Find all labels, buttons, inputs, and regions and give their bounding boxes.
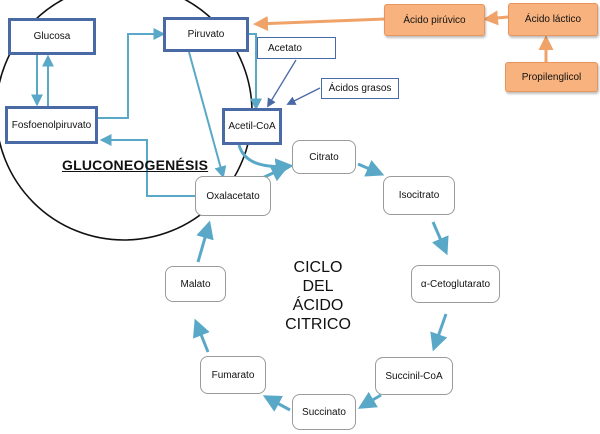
node-succinato: Succinato <box>292 394 356 430</box>
node-acetil-coa: Acetil-CoA <box>222 108 282 145</box>
arrow-oxalacetato-to-pep <box>99 134 196 197</box>
arrow-malato-to-oxalacetato <box>196 220 214 263</box>
node-isocitrato-label: Isocitrato <box>398 190 440 201</box>
node-fumarato-label: Fumarato <box>211 369 255 381</box>
node-acetato: Acetato <box>257 37 336 59</box>
node-succinato-label: Succinato <box>302 406 346 418</box>
arrow-citrato-to-isocitrato <box>357 160 385 177</box>
node-acido-lactico: Ácido láctico <box>508 3 598 36</box>
node-piruvato-label: Piruvato <box>187 29 225 40</box>
cycle-title-line-1: CICLO <box>293 259 343 276</box>
node-acidos-grasos: Ácidos grasos <box>321 78 399 99</box>
node-glucosa-label: Glucosa <box>33 31 71 42</box>
arrow-piruvato-to-oxalacetato <box>188 51 227 179</box>
node-isocitrato: Isocitrato <box>383 176 455 215</box>
node-oxalacetato: Oxalacetato <box>195 176 271 216</box>
gluconeogenesis-title: GLUCONEOGENÉSIS <box>62 157 209 173</box>
arrow-pep-to-piruvato <box>98 28 166 119</box>
node-acetato-label: Acetato <box>268 42 302 54</box>
node-propilenglicol: Propilenglicol <box>505 62 598 92</box>
arrow-succinato-to-fumarato <box>262 395 291 412</box>
node-succinil-coa: Succinil-CoA <box>375 357 453 395</box>
arrow-acidos-grasos-to-acetil-coa <box>286 87 321 105</box>
arrow-isocitrato-to-cetoglutarato <box>431 221 449 256</box>
node-acetil-coa-label: Acetil-CoA <box>228 121 276 132</box>
node-propilenglicol-label: Propilenglicol <box>521 71 582 83</box>
node-cetoglutarato-label: α-Cetoglutarato <box>420 278 491 290</box>
cycle-title-line-3: ÁCIDO <box>292 297 344 314</box>
node-cetoglutarato: α-Cetoglutarato <box>411 265 500 303</box>
node-acidos-grasos-label: Ácidos grasos <box>328 83 392 94</box>
node-piruvato: Piruvato <box>163 17 249 52</box>
cycle-title-line-4: CITRICO <box>285 316 351 333</box>
cycle-title: CICLO DEL ÁCIDO CITRICO <box>272 258 364 334</box>
node-fosfoenolpiruvato-label: Fosfoenolpiruvato <box>11 119 92 131</box>
arrow-acido-piruvico-to-piruvato <box>253 16 385 32</box>
node-acido-piruvico-label: Ácido pirúvico <box>403 14 466 26</box>
cycle-title-line-2: DEL <box>302 278 334 295</box>
arrow-cetoglutarato-to-succinil-coa <box>430 313 448 352</box>
node-glucosa: Glucosa <box>8 18 96 55</box>
arrow-acetato-to-acetil-coa <box>267 59 297 108</box>
arrow-piruvato-to-acetil-coa <box>249 33 262 111</box>
arrow-fumarato-to-malato <box>192 318 210 353</box>
arrow-succinil-coa-to-succinato <box>357 391 382 409</box>
node-oxalacetato-label: Oxalacetato <box>206 190 260 202</box>
node-malato-label: Malato <box>180 278 211 290</box>
node-fosfoenolpiruvato: Fosfoenolpiruvato <box>5 106 98 144</box>
node-succinil-coa-label: Succinil-CoA <box>385 370 443 382</box>
node-citrato-label: Citrato <box>309 151 339 163</box>
node-acido-piruvico: Ácido pirúvico <box>384 4 485 36</box>
node-citrato: Citrato <box>292 140 356 174</box>
arrow-acido-lactico-to-acido-piruvico <box>483 10 509 26</box>
node-malato: Malato <box>165 266 226 302</box>
node-fumarato: Fumarato <box>200 356 266 394</box>
node-acido-lactico-label: Ácido láctico <box>524 14 582 25</box>
